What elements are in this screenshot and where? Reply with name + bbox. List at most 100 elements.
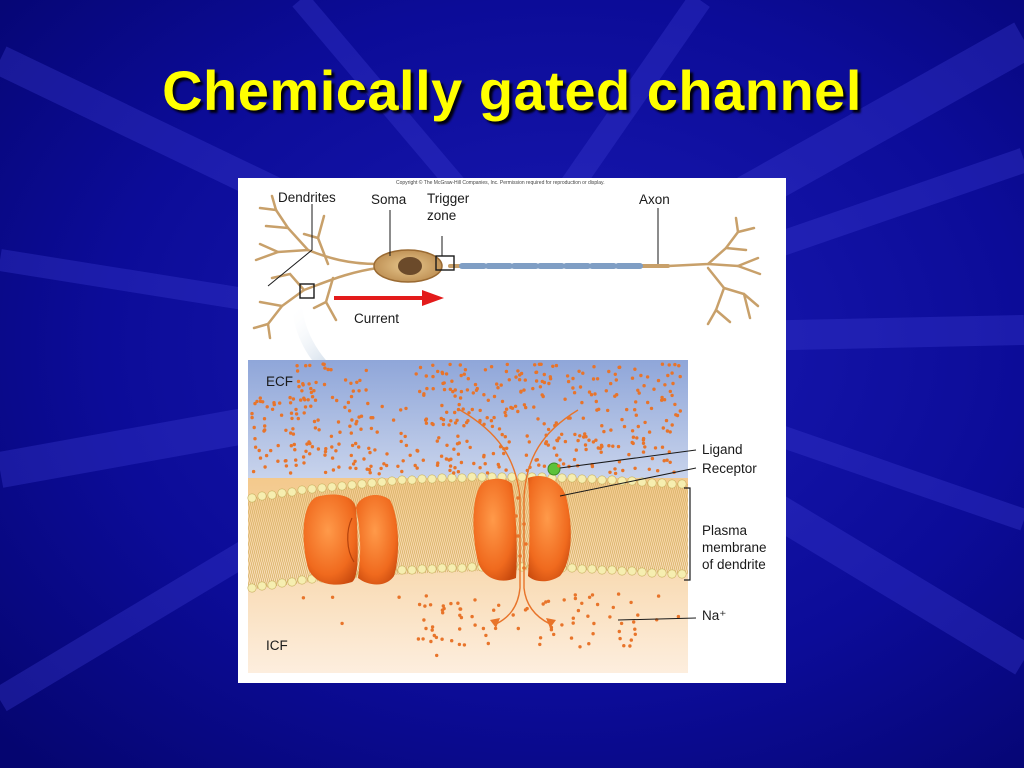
ion-dot [299,398,303,402]
ion-dot [251,469,256,474]
ion-dot [534,370,539,374]
ion-dot [604,389,608,393]
ion-dot [542,380,547,385]
ion-dot [656,469,660,473]
ion-dot [415,466,419,470]
ion-dot [664,418,669,423]
ion-dot [572,457,577,462]
ion-dot [558,458,562,462]
ion-dot [524,405,528,410]
ion-dot [457,402,461,407]
ion-dot [616,592,621,596]
ion-dot [548,375,552,379]
ion-dot [253,401,257,406]
ion-dot [573,593,577,597]
ion-dot [448,362,452,367]
ion-dot [301,596,306,600]
ion-dot [555,453,559,457]
ion-dot [302,396,306,400]
ion-dot [519,390,523,394]
ion-dot [458,396,463,400]
ion-dot [513,404,518,408]
ion-dot [456,452,461,456]
ion-dot [523,378,527,382]
ion-dot [408,453,412,457]
ion-dot [633,627,637,631]
ion-dot [431,387,435,391]
ion-dot [441,604,445,608]
ion-dot [576,608,581,613]
ion-dot [294,463,298,467]
ion-dot [544,600,548,604]
ion-dot [288,401,293,405]
ion-dot [413,463,417,468]
ion-dot [428,603,433,607]
label-ecf: ECF [266,374,293,389]
ion-dot [678,409,682,413]
neuron [252,194,762,340]
ligand-molecule [547,462,561,476]
ion-dot [589,393,594,397]
ion-dot [619,621,624,626]
ion-dot [456,601,460,605]
ion-dot [350,443,355,448]
ion-dot [639,373,643,378]
ion-dot [291,427,295,431]
ion-dot [587,438,591,442]
ion-dot [482,455,486,459]
ion-dot [667,363,671,367]
ion-dot [258,396,262,400]
ion-dot [649,406,654,411]
ion-dot [505,446,509,450]
ion-dot [656,594,661,598]
ion-dot [337,442,341,446]
ion-dot [397,595,401,599]
ion-dot [622,424,627,429]
ion-dot [600,424,604,428]
ion-dot [380,404,384,409]
ion-dot [587,595,592,599]
ion-dot [258,399,263,404]
ion-dot [355,380,359,384]
ion-dot [643,420,647,425]
ion-dot [430,421,434,426]
ion-dot [675,413,680,418]
figure-illustration [247,194,762,673]
detail-leader-lines [559,449,697,621]
ion-dot [635,436,639,440]
ion-dot [323,449,328,454]
ion-dot [253,445,258,449]
ion-dot [607,369,611,374]
ion-dot [253,437,257,441]
ion-dot [441,422,446,427]
ion-dot [399,408,403,412]
ion-dot [630,376,635,380]
ion-dot [470,614,474,619]
ion-flow-arrows [459,409,579,625]
ion-dot [628,644,632,648]
ion-dot [653,446,658,450]
ion-dot [262,429,266,433]
ion-dot [334,449,338,453]
ion-dot [350,418,354,422]
ion-dot [404,406,408,411]
ion-dot [641,450,646,454]
ion-dot [349,381,353,385]
ion-dot [592,365,596,369]
ion-dot [473,598,477,602]
ion-dot [296,379,301,384]
ion-dot [533,363,537,367]
ion-dot [466,377,470,381]
ion-dot [368,471,372,475]
ion-dot [497,427,502,431]
ion-dot [546,599,551,603]
ion-dot [421,458,425,462]
ion-dot [594,438,598,442]
ion-dot [295,369,300,373]
ion-dot [450,639,454,643]
top-leader-lines [267,204,659,287]
ion-dot [500,399,505,404]
ion-dot [656,378,661,383]
ion-dot [357,389,361,393]
ion-dot [359,427,363,431]
